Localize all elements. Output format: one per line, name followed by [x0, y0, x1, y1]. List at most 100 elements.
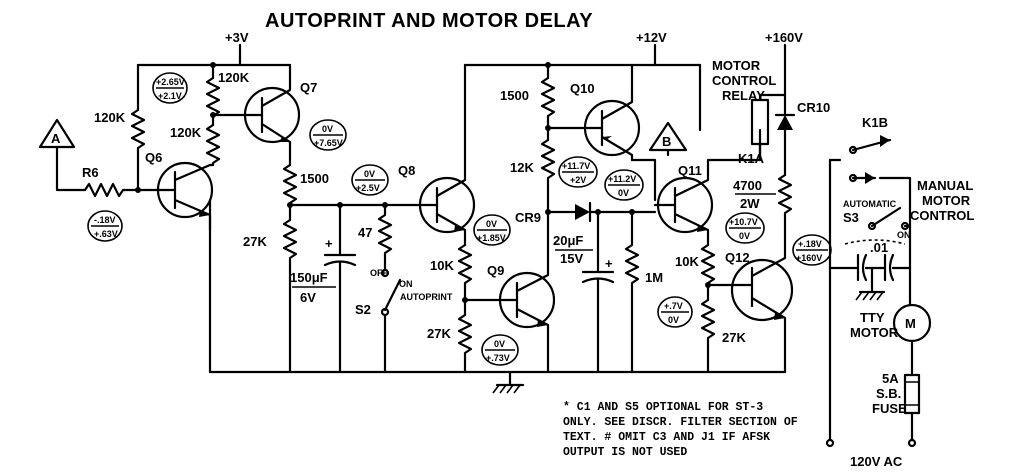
- resistor-27k-b: [457, 298, 473, 374]
- resistor-1m: [624, 210, 640, 374]
- label-120k-top: 120K: [218, 70, 250, 85]
- svg-text:5A: 5A: [882, 371, 899, 386]
- svg-text:S3: S3: [843, 210, 859, 225]
- svg-text:S.B.: S.B.: [876, 386, 901, 401]
- label-4700-w: 2W: [740, 196, 760, 211]
- resistor-10k-a: [457, 243, 473, 302]
- svg-text:Q10: Q10: [570, 81, 595, 96]
- label-47: 47: [358, 225, 372, 240]
- ground-symbol: [492, 370, 525, 394]
- svg-text:+.7V: +.7V: [664, 301, 683, 311]
- svg-text:+11.2V: +11.2V: [608, 174, 636, 184]
- svg-text:.01: .01: [870, 240, 888, 255]
- svg-text:+1.85V: +1.85V: [477, 233, 506, 243]
- label-relay-1: MOTOR: [712, 58, 761, 73]
- svg-text:Q6: Q6: [145, 150, 162, 165]
- svg-text:0V: 0V: [364, 169, 375, 179]
- svg-text:+2.1V: +2.1V: [158, 91, 182, 101]
- diagram-title: AUTOPRINT AND MOTOR DELAY: [265, 10, 593, 32]
- svg-text:Q8: Q8: [398, 163, 415, 178]
- footnote: * C1 AND S5 OPTIONAL FOR ST-3 ONLY. SEE …: [563, 401, 798, 459]
- resistor-27k-c: [700, 283, 716, 374]
- wire-b: [666, 63, 702, 157]
- resistor-12k: [540, 126, 556, 214]
- svg-text:Q12: Q12: [725, 250, 750, 265]
- svg-text:MOTOR: MOTOR: [922, 193, 971, 208]
- transistor-q9: Q9: [487, 210, 556, 374]
- svg-text:OFF: OFF: [370, 268, 388, 278]
- resistor-r6: [83, 182, 165, 198]
- resistor-47: [377, 203, 393, 272]
- motor-control-section: K1B MANUAL MOTOR CONTROL AUTOMATIC S3 ON…: [825, 115, 974, 469]
- diode-cr10: CR10: [774, 93, 830, 177]
- svg-text:ON: ON: [399, 279, 413, 289]
- label-1500-a: 1500: [300, 171, 329, 186]
- label-k1b: K1B: [862, 115, 888, 130]
- label-relay-2: CONTROL: [712, 73, 776, 88]
- svg-text:ON: ON: [897, 230, 911, 240]
- label-120k-left: 120K: [94, 110, 126, 125]
- wire-a-r6: [55, 145, 87, 192]
- switch-s2: OFF ON AUTOPRINT S2: [355, 268, 453, 374]
- transistor-q11: Q11: [653, 163, 714, 247]
- svg-text:CR10: CR10: [797, 100, 830, 115]
- transistor-q12: Q12: [725, 230, 794, 374]
- svg-text:-.18V: -.18V: [94, 215, 116, 225]
- svg-text:+.63V: +.63V: [94, 229, 118, 239]
- label-4700: 4700: [733, 178, 762, 193]
- svg-text:0V: 0V: [486, 219, 497, 229]
- svg-text:MOTOR: MOTOR: [850, 325, 899, 340]
- svg-text:AUTOMATIC: AUTOMATIC: [843, 199, 897, 209]
- svg-text:6V: 6V: [300, 290, 316, 305]
- wires: [136, 43, 787, 374]
- label-27k-b: 27K: [427, 326, 451, 341]
- svg-text:ONLY. SEE DISCR. FILTER SECTIO: ONLY. SEE DISCR. FILTER SECTION OF: [563, 416, 798, 429]
- resistor-4700: [777, 173, 793, 234]
- svg-text:15V: 15V: [560, 251, 583, 266]
- svg-text:CONTROL: CONTROL: [910, 208, 974, 223]
- label-27k-a: 27K: [243, 234, 267, 249]
- capacitor-20uf: + 20μF 15V: [553, 210, 615, 374]
- resistor-1500-a: [282, 163, 298, 207]
- svg-text:FUSE: FUSE: [872, 401, 907, 416]
- resistor-27k-a: [282, 203, 298, 374]
- transistor-q7: Q7: [243, 73, 317, 167]
- svg-text:0V: 0V: [494, 339, 505, 349]
- svg-text:+2.65V: +2.65V: [156, 77, 185, 87]
- svg-text:Q7: Q7: [300, 80, 317, 95]
- svg-text:+: +: [325, 236, 333, 251]
- svg-text:+2V: +2V: [570, 175, 586, 185]
- svg-text:+: +: [605, 256, 613, 271]
- svg-text:AUTOPRINT: AUTOPRINT: [400, 292, 453, 302]
- terminal-b: B: [648, 121, 688, 152]
- svg-text:0V: 0V: [668, 315, 679, 325]
- label-plus3v: +3V: [225, 30, 249, 45]
- svg-text:+7.65V: +7.65V: [314, 138, 343, 148]
- label-120vac: 120V AC: [850, 454, 903, 469]
- svg-text:+.73V: +.73V: [486, 353, 510, 363]
- capacitor-150uf: + 150μF 6V: [290, 203, 357, 374]
- wire-q10-collector: [630, 158, 657, 202]
- svg-text:0V: 0V: [739, 231, 750, 241]
- transistor-q6: Q6: [145, 150, 214, 232]
- terminal-a: A: [38, 118, 76, 149]
- svg-text:150μF: 150μF: [290, 270, 328, 285]
- svg-text:+10.7V: +10.7V: [729, 217, 758, 227]
- resistor-10k-b: [700, 243, 716, 287]
- label-10k-b: 10K: [675, 254, 699, 269]
- svg-text:Q9: Q9: [487, 263, 504, 278]
- label-10k-a: 10K: [430, 258, 454, 273]
- label-1m: 1M: [645, 270, 663, 285]
- label-12k: 12K: [510, 160, 534, 175]
- label-27k-c: 27K: [722, 330, 746, 345]
- transistor-q10: Q10: [570, 81, 641, 162]
- label-relay-3: RELAY: [722, 88, 765, 103]
- svg-text:MANUAL: MANUAL: [917, 178, 973, 193]
- svg-text:CR9: CR9: [515, 210, 541, 225]
- svg-text:20μF: 20μF: [553, 233, 583, 248]
- svg-text:0V: 0V: [322, 124, 333, 134]
- svg-text:+.18V: +.18V: [798, 239, 822, 249]
- svg-text:A: A: [51, 131, 61, 146]
